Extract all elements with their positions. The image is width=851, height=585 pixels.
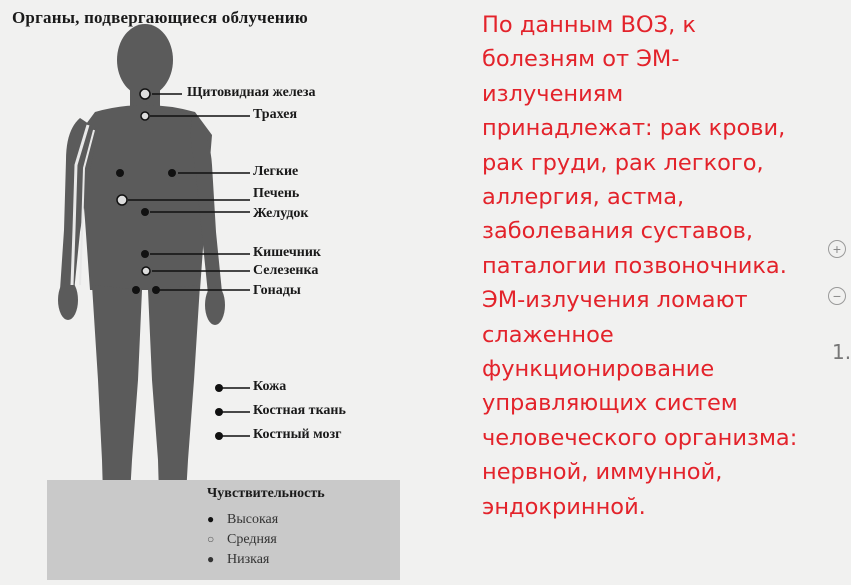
- who-diseases-text: По данным ВОЗ, к болезням от ЭМ- излучен…: [482, 12, 798, 520]
- marker-gonad-right: [152, 286, 160, 294]
- legend-label-low: Низкая: [227, 552, 270, 567]
- marker-skin: [215, 384, 223, 392]
- human-body-illustration: [58, 24, 250, 543]
- body-arm-right: [190, 120, 222, 294]
- label-trachea: Трахея: [253, 107, 298, 122]
- legend-title: Чувствительность: [207, 486, 325, 501]
- label-gonads: Гонады: [253, 283, 301, 298]
- label-bone-marrow: Костный мозг: [253, 427, 342, 442]
- label-skin: Кожа: [253, 379, 287, 394]
- label-intestine: Кишечник: [253, 245, 321, 260]
- figure-title: Органы, подвергающиеся облучению: [12, 8, 308, 27]
- legend-item-high: ● Высокая: [207, 512, 278, 528]
- zoom-in-icon[interactable]: +: [828, 240, 846, 258]
- organ-figure: Органы, подвергающиеся облучению: [12, 8, 400, 580]
- marker-thyroid: [139, 88, 151, 100]
- label-bone-tissue: Костная ткань: [253, 403, 346, 418]
- legend-label-high: Высокая: [227, 512, 279, 527]
- legend-item-medium: ○ Средняя: [207, 532, 277, 548]
- marker-spleen: [141, 266, 151, 276]
- legend-symbol-medium: ○: [207, 532, 215, 546]
- zoom-out-icon[interactable]: −: [828, 287, 846, 305]
- legend-symbol-high: ●: [207, 512, 215, 526]
- body-hand-left: [58, 280, 78, 320]
- label-thyroid: Щитовидная железа: [187, 85, 316, 100]
- label-liver: Печень: [253, 186, 300, 201]
- label-lungs: Легкие: [253, 164, 299, 179]
- legend-label-medium: Средняя: [227, 532, 277, 547]
- marker-liver: [116, 194, 128, 206]
- marker-stomach: [141, 208, 149, 216]
- body-head: [117, 24, 173, 96]
- marker-trachea: [140, 111, 150, 121]
- legend-item-low: ● Низкая: [207, 552, 269, 568]
- sensitivity-legend: Чувствительность ● Высокая ○ Средняя ● Низк…: [47, 480, 400, 580]
- body-leg-right: [148, 285, 200, 530]
- label-stomach: Желудок: [253, 206, 309, 221]
- marker-lung-right: [168, 169, 176, 177]
- marker-bone: [215, 408, 223, 416]
- legend-symbol-low: ●: [207, 552, 215, 566]
- body-hand-right: [205, 285, 225, 325]
- label-spleen: Селезенка: [253, 263, 319, 278]
- marker-lung-left: [116, 169, 124, 177]
- body-leg-left: [92, 285, 142, 530]
- arm-bone-outline-2: [79, 129, 95, 286]
- body-torso: [78, 105, 212, 290]
- marker-gonad-left: [132, 286, 140, 294]
- marker-marrow: [215, 432, 223, 440]
- body-arm-left: [60, 118, 98, 292]
- list-number: 1.: [832, 340, 851, 364]
- arm-bone-outline: [70, 124, 90, 286]
- marker-intestine: [141, 250, 149, 258]
